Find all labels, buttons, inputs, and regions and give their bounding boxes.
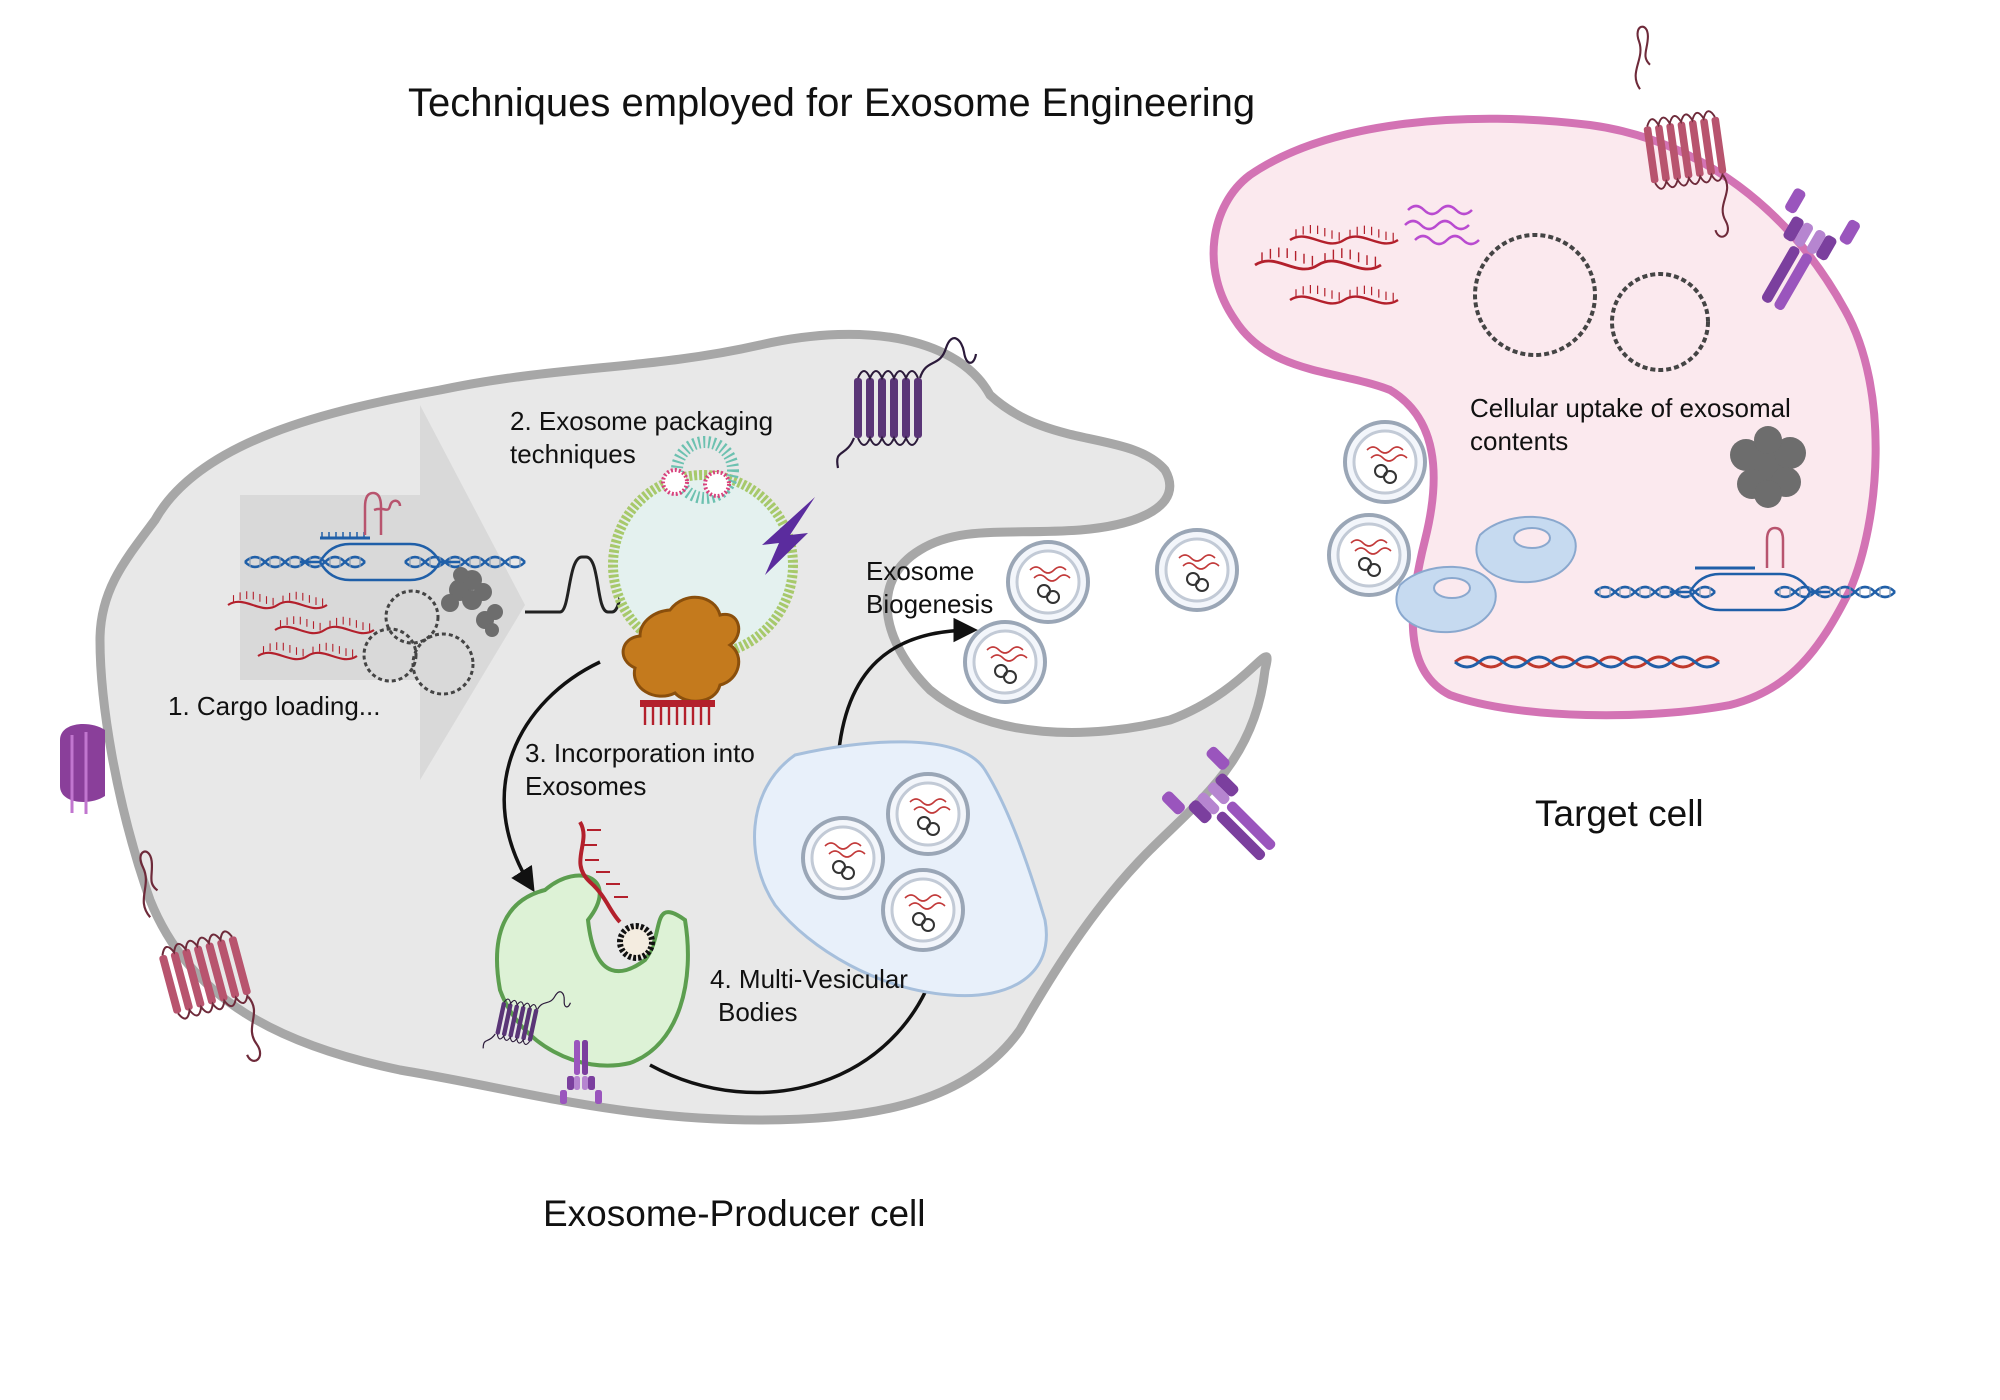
lipid-nanoparticle — [661, 436, 739, 504]
exosome — [1343, 420, 1427, 504]
step-packaging: 2. Exosome packaging techniques — [510, 405, 773, 472]
mvb-vesicle — [881, 868, 965, 952]
exosome — [1006, 540, 1090, 624]
target-dna-construct — [1593, 526, 1897, 612]
exosome — [1327, 513, 1411, 597]
electroporation-lightning — [762, 497, 815, 575]
mvb-vesicle — [801, 816, 885, 900]
multivesicular-body — [753, 740, 1048, 998]
cargo-protein-particles — [441, 567, 503, 637]
label-biogenesis-line2: Biogenesis — [866, 589, 994, 620]
cargo-plasmids — [362, 589, 475, 696]
exosome — [963, 620, 1047, 704]
endosome-rna — [578, 820, 655, 961]
target-cas-proteins — [1395, 515, 1577, 634]
cargo-loading-panel — [240, 405, 525, 780]
step-cargo-loading: 1. Cargo loading... — [168, 691, 381, 721]
exosome — [1155, 528, 1239, 612]
membrane-channel — [60, 724, 105, 814]
mvb-vesicle — [886, 772, 970, 856]
label-cellular-uptake: Cellular uptake of exosomal contents — [1470, 392, 1791, 459]
arrow-biogenesis — [836, 617, 978, 761]
step-incorporation: 3. Incorporation into Exosomes — [525, 737, 755, 804]
label-cellular-uptake-line1: Cellular uptake of exosomal — [1470, 393, 1791, 423]
label-biogenesis: Exosome Biogenesis — [866, 555, 993, 622]
label-producer-cell: Exosome-Producer cell — [543, 1193, 926, 1234]
step-incorporation-line2: Exosomes — [525, 771, 647, 802]
cargo-sgrna-hairpin — [363, 491, 402, 535]
label-biogenesis-line1: Exosome — [866, 556, 975, 586]
label-cellular-uptake-line2: contents — [1470, 426, 1569, 457]
step-mvb: 4. Multi-Vesicular Bodies — [710, 963, 908, 1030]
endosome — [495, 873, 690, 1068]
label-target-cell: Target cell — [1535, 793, 1704, 834]
step-mvb-line1: 4. Multi-Vesicular — [710, 964, 908, 994]
target-plasmids — [1473, 233, 1710, 372]
cargo-dna-helix — [243, 532, 527, 582]
arrow-incorporation — [502, 660, 601, 893]
target-sirna — [1404, 204, 1480, 246]
step-incorporation-line1: 3. Incorporation into — [525, 738, 755, 768]
step-mvb-line2: Bodies — [718, 997, 798, 1028]
step-packaging-line1: 2. Exosome packaging — [510, 406, 774, 436]
target-dna-helix-long — [1454, 655, 1720, 669]
diagram-title: Techniques employed for Exosome Engineer… — [408, 81, 1256, 125]
cd63-protein — [621, 595, 741, 725]
arrow-mvb — [649, 957, 944, 1095]
step-packaging-line2: techniques — [510, 439, 636, 470]
target-protein-particle — [1730, 426, 1806, 508]
